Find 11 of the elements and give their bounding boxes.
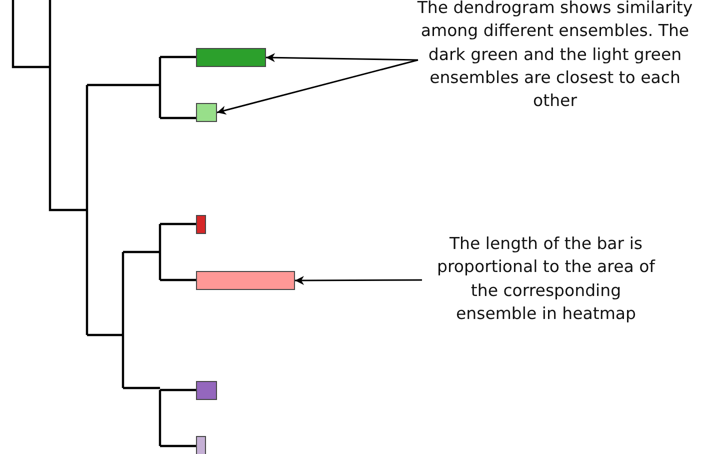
arrow [266, 53, 418, 62]
ensemble-bar [196, 436, 206, 454]
arrow [295, 276, 422, 285]
annotation-text: The dendrogram shows similarity among different ensembles. The dark green and the light green ensembles are closest to each other [415, 0, 695, 112]
ensemble-bar [196, 215, 206, 234]
ensemble-bar [196, 271, 295, 290]
arrow [216, 59, 418, 115]
ensemble-bar [196, 103, 217, 122]
annotation-text: The length of the bar is proportional to the area of the corresponding ensemble in heatmap [430, 232, 662, 326]
ensemble-bar [196, 381, 217, 400]
ensemble-bar [196, 48, 266, 67]
